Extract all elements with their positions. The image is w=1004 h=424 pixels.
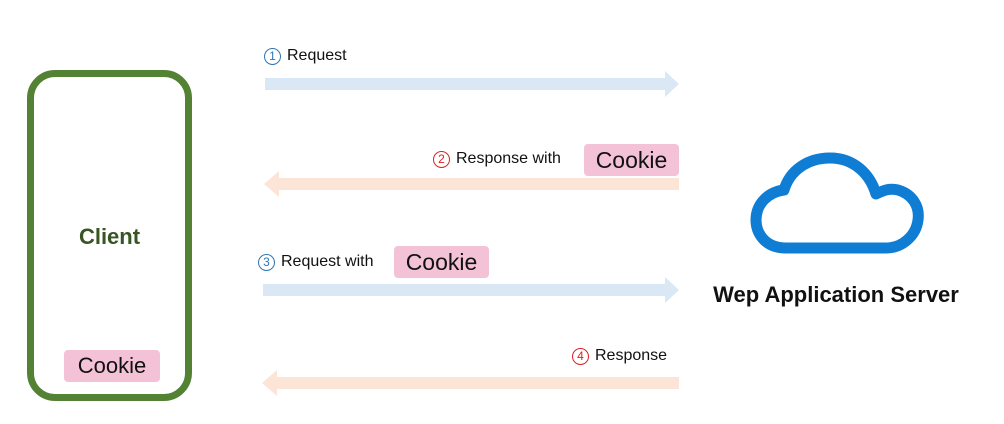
message-1-text: Request — [287, 47, 347, 64]
client-box — [27, 70, 192, 401]
cloud-icon — [750, 152, 924, 254]
message-2-number: 2 — [433, 150, 450, 168]
message-2-cookie-badge: Cookie — [584, 144, 679, 176]
message-3-label: 3 Request with — [258, 253, 374, 271]
message-3-text: Request with — [281, 253, 374, 270]
client-cookie-badge: Cookie — [64, 350, 160, 382]
message-1-label: 1 Request — [264, 47, 347, 65]
message-2-text: Response with — [456, 150, 561, 167]
message-3-number: 3 — [258, 253, 275, 271]
message-4-label: 4 Response — [572, 347, 667, 365]
message-4-number: 4 — [572, 347, 589, 365]
server-label: Wep Application Server — [713, 282, 959, 307]
message-3-cookie-badge: Cookie — [394, 246, 489, 278]
client-title: Client — [78, 224, 141, 249]
message-4-text: Response — [595, 347, 668, 364]
message-1-number: 1 — [264, 47, 281, 65]
message-1-arrow — [265, 71, 679, 97]
message-2-arrow — [264, 171, 679, 197]
message-2-label: 2 Response with — [433, 150, 561, 168]
message-4-arrow — [262, 370, 679, 396]
message-3-arrow — [263, 277, 679, 303]
